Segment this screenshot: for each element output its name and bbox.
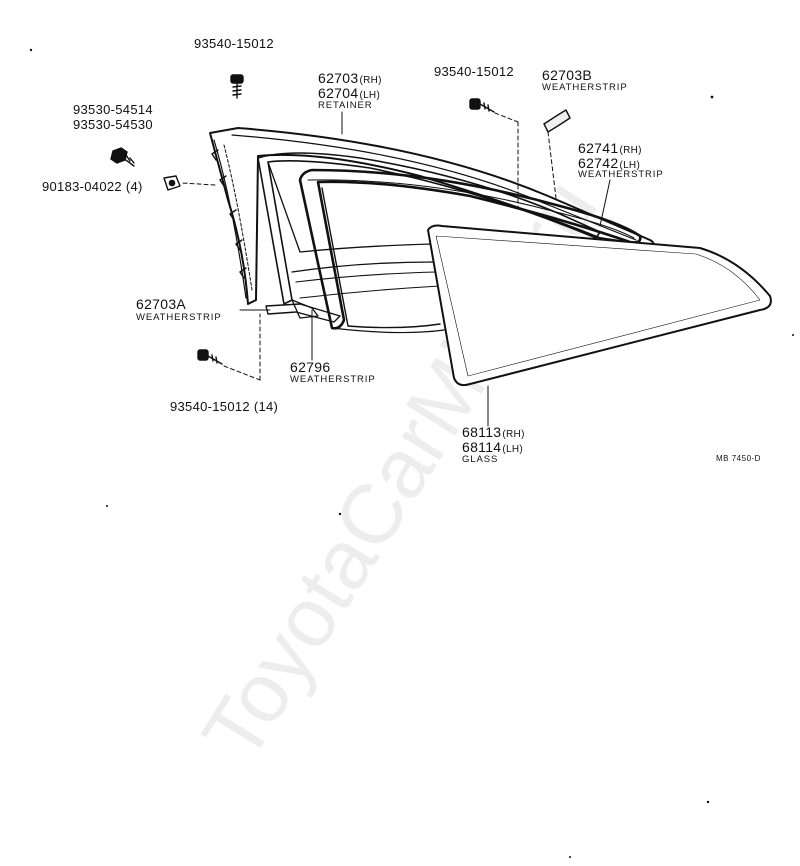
label-retainer-lh: 62704(LH): [318, 86, 380, 101]
label-weatherstrip-62741-desc: WEATHERSTRIP: [578, 169, 664, 180]
weatherstrip-62741-number: 62741: [578, 140, 619, 156]
retainer-lh-number: 62704: [318, 85, 359, 101]
label-bolt-93530-54514: 93530-54514: [73, 102, 153, 117]
glass-lh-number: 68114: [462, 439, 502, 455]
label-weatherstrip-62703b: 62703B: [542, 67, 593, 83]
screw-93540-top-icon: [230, 74, 244, 99]
nut-90183-icon: [163, 175, 181, 191]
weatherstrip-62703a: [265, 303, 341, 323]
label-weatherstrip-62796: 62796: [290, 359, 331, 375]
label-glass-rh: 68113(RH): [462, 425, 525, 440]
retainer-rh-number: 62703: [318, 70, 359, 86]
label-weatherstrip-62703a-desc: WEATHERSTRIP: [136, 312, 222, 323]
label-weatherstrip-62796-desc: WEATHERSTRIP: [290, 374, 376, 385]
label-bolt-93530-54530: 93530-54530: [73, 117, 153, 132]
retainer-rh-suffix: (RH): [359, 75, 382, 86]
label-weatherstrip-62742: 62742(LH): [578, 156, 640, 171]
weatherstrip-62742-suffix: (LH): [619, 160, 641, 171]
label-screw-93540-top-right: 93540-15012: [434, 64, 514, 79]
retainer-lh-suffix: (LH): [359, 90, 381, 101]
label-weatherstrip-62703b-desc: WEATHERSTRIP: [542, 82, 628, 93]
label-retainer-rh: 62703(RH): [318, 71, 382, 86]
scan-specks: [29, 48, 794, 858]
label-nut-90183: 90183-04022 (4): [42, 179, 143, 194]
label-glass-desc: GLASS: [462, 454, 499, 465]
weatherstrip-62741-suffix: (RH): [619, 145, 642, 156]
label-glass-lh: 68114(LH): [462, 440, 523, 455]
label-weatherstrip-62703a: 62703A: [136, 296, 187, 312]
label-screw-93540-bottom: 93540-15012 (14): [170, 399, 279, 414]
label-screw-93540-top: 93540-15012: [194, 36, 274, 51]
glass-rh-number: 68113: [462, 424, 502, 440]
diagram-code: MB 7450-D: [716, 454, 761, 463]
label-weatherstrip-62741: 62741(RH): [578, 141, 642, 156]
glass-panel: [427, 224, 772, 387]
label-retainer-desc: RETAINER: [318, 100, 373, 111]
glass-rh-suffix: (RH): [502, 429, 525, 440]
glass-lh-suffix: (LH): [502, 444, 524, 455]
weatherstrip-62742-number: 62742: [578, 155, 619, 171]
screw-93540-top-right-icon: [469, 98, 495, 113]
weatherstrip-62703b-piece: [543, 109, 571, 133]
leader-lines: [181, 111, 611, 427]
screw-93540-bottom-icon: [197, 349, 223, 365]
bolt-93530-icon: [110, 147, 135, 167]
